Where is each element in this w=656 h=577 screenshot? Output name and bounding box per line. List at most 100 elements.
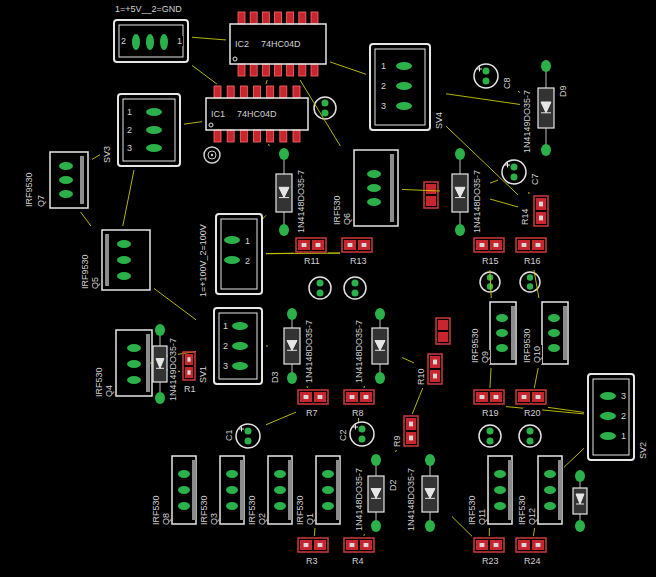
diode-body	[368, 476, 384, 512]
resistor-symbol	[424, 182, 438, 208]
pad	[494, 502, 506, 510]
component-footprint: R7	[296, 388, 330, 422]
pad	[527, 438, 534, 445]
diode-symbol	[573, 470, 587, 532]
silkscreen-label: R23	[481, 556, 500, 566]
cap-outline	[350, 422, 374, 446]
resistor-symbol	[436, 318, 450, 344]
airwire	[192, 37, 226, 40]
connector-outline	[214, 308, 262, 384]
pad-core	[522, 395, 527, 399]
pad	[127, 360, 141, 368]
airwire	[363, 386, 365, 388]
heat-tab	[563, 306, 567, 360]
silkscreen-label: Q2	[257, 512, 267, 526]
smd-pad	[311, 64, 318, 76]
pad-core	[364, 543, 369, 547]
pad-core	[480, 243, 485, 247]
connector-outline	[216, 214, 262, 294]
component-footprint: R19	[472, 388, 506, 422]
smd-pad	[426, 196, 436, 206]
silkscreen-label: IRF9530	[24, 171, 34, 208]
smd-pad	[438, 320, 448, 330]
silkscreen-label: 1	[380, 61, 387, 71]
component-footprint: IRF530Q1	[294, 452, 342, 528]
pad-core	[480, 395, 485, 399]
smd-pad	[280, 86, 287, 98]
airwire	[490, 180, 498, 183]
smd-pad	[360, 540, 372, 550]
pad	[146, 108, 162, 116]
pad	[396, 62, 412, 70]
smd-pad	[430, 356, 440, 368]
smd-pad	[238, 12, 245, 24]
silkscreen-label: C2	[338, 428, 348, 442]
cap-outline	[502, 160, 526, 184]
capacitor-symbol	[519, 425, 541, 447]
heat-tab	[288, 460, 292, 520]
smd-pad	[240, 86, 247, 98]
silkscreen-label: IRF530	[332, 194, 342, 226]
pad	[487, 283, 493, 289]
smd-outline	[404, 416, 418, 446]
airwire	[506, 407, 584, 414]
smd-pad	[518, 240, 530, 250]
component-footprint: R4	[342, 536, 376, 570]
silkscreen-label: 1N4148DO35-7	[354, 319, 364, 384]
diode-mark	[375, 341, 385, 351]
component-footprint: R9	[390, 414, 420, 450]
silkscreen-label: Q7	[36, 194, 46, 208]
footprint-symbol	[440, 146, 490, 238]
component-footprint: 1N4149DO35-7	[150, 322, 180, 404]
smd-outline	[298, 390, 328, 404]
pad	[155, 392, 165, 404]
pad	[132, 34, 140, 50]
silkscreen-label: Q8	[161, 512, 171, 526]
component-footprint: 1=+5V__2=GND21	[108, 2, 192, 66]
component-footprint: R24	[514, 536, 548, 570]
smd-pad	[254, 130, 261, 142]
smd-pad	[536, 198, 546, 210]
pad	[511, 174, 518, 181]
polarity-mark	[353, 425, 358, 430]
smd-pad	[518, 392, 530, 402]
component-footprint: IRF530Q6	[330, 146, 402, 230]
smd-pad	[518, 540, 530, 550]
smd-pad	[300, 392, 312, 402]
component-footprint: R11	[294, 236, 328, 270]
pad-core	[433, 374, 437, 379]
pad-core	[539, 216, 543, 221]
smd-pad	[346, 540, 358, 550]
diode-mark	[371, 489, 381, 499]
pad	[575, 470, 585, 482]
component-footprint: SV1123	[196, 304, 266, 388]
pad	[232, 362, 248, 370]
smd-pad	[227, 130, 234, 142]
airwire	[81, 212, 91, 226]
pad	[544, 470, 556, 478]
diode-mark	[541, 102, 551, 113]
silkscreen-label: 1N4149DO35-7	[168, 337, 178, 402]
silkscreen-label: R14	[520, 207, 530, 226]
airwire	[518, 91, 520, 92]
silkscreen-label: Q10	[532, 345, 542, 364]
smd-pad	[275, 12, 282, 24]
pad	[367, 170, 381, 178]
component-footprint: IRF530Q2	[246, 452, 294, 528]
pad	[527, 428, 534, 435]
silkscreen-label: 1N4148DO35-7	[354, 467, 364, 532]
hole-ring	[204, 147, 220, 163]
component-footprint: 1N4148DO35-7D3	[268, 306, 320, 386]
pad	[322, 100, 329, 107]
connector-outline	[370, 44, 430, 130]
component-footprint: 1N4148DO35-7	[440, 146, 490, 238]
component-footprint: R3	[296, 536, 330, 570]
diode-body	[538, 88, 554, 128]
silkscreen-label: 3	[380, 101, 387, 111]
pad	[226, 502, 238, 510]
silkscreen-label: 1N4148DO35-7	[304, 319, 314, 384]
component-footprint: SV4123	[366, 40, 446, 136]
airwire	[266, 346, 268, 347]
pad	[287, 308, 297, 320]
pad-core	[536, 543, 541, 547]
